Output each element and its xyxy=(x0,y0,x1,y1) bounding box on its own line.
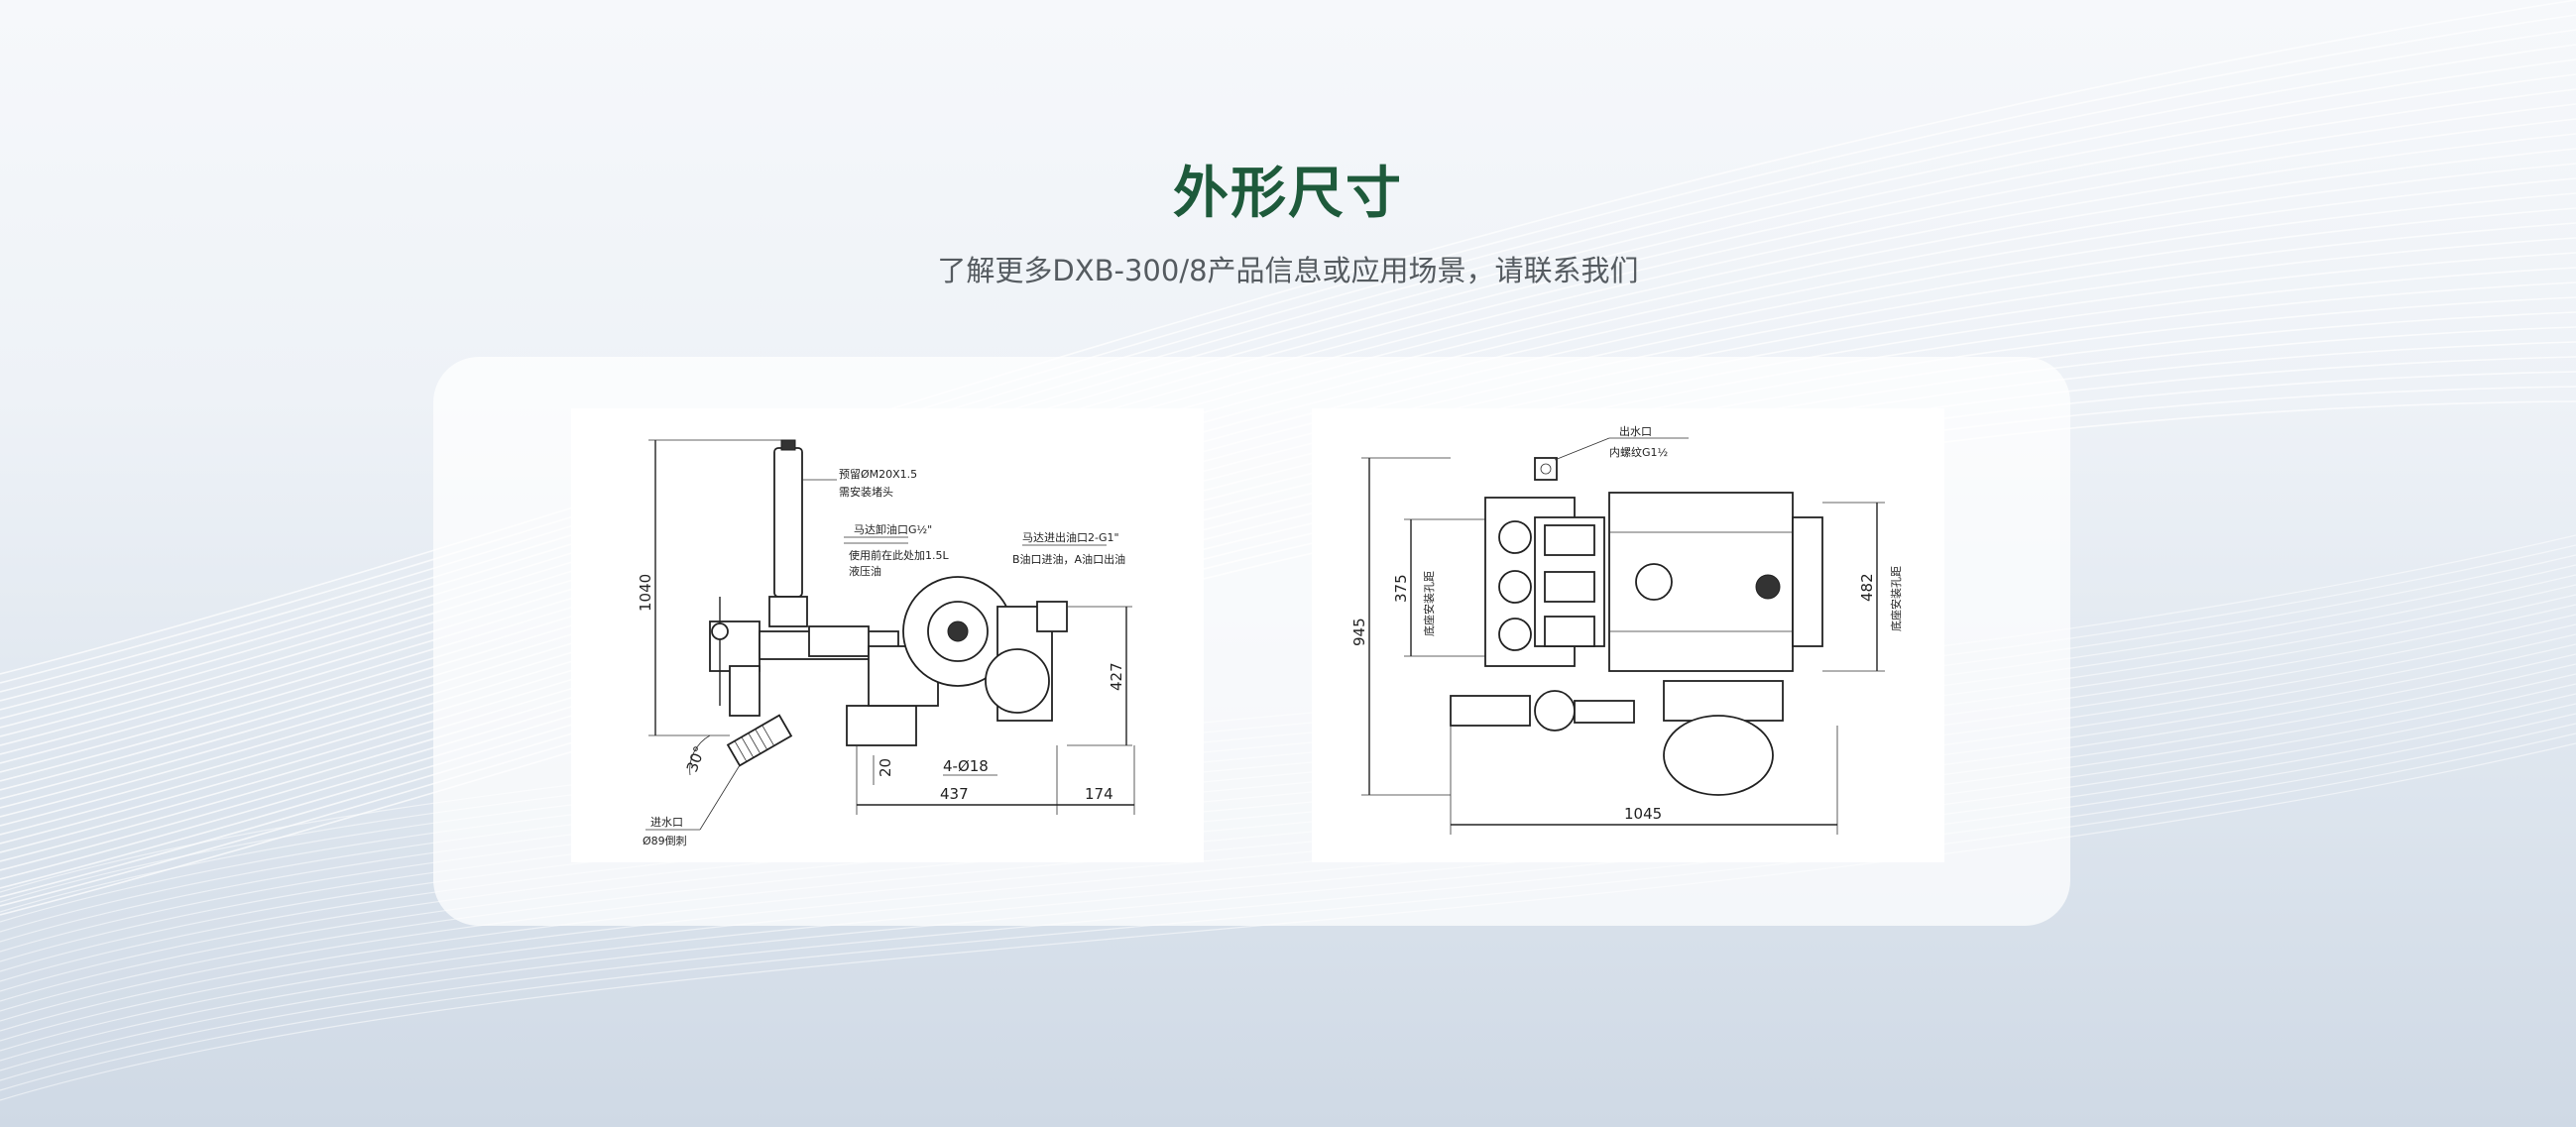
top-view-drawing: 945 375 底座安装孔距 出水口 内螺纹G1½ xyxy=(1312,408,1944,862)
note-base-hole-right: 底座安装孔距 xyxy=(1889,566,1903,631)
valve-cover-3 xyxy=(1498,618,1532,651)
section-subtitle: 了解更多DXB-300/8产品信息或应用场景，请联系我们 xyxy=(937,254,1639,287)
plunger-2 xyxy=(1544,571,1595,603)
dim-inlet-angle: 30° xyxy=(683,743,709,774)
note-base-hole-left: 底座安装孔距 xyxy=(1422,571,1436,636)
logo-emblem xyxy=(1635,563,1673,601)
plunger-3 xyxy=(1544,616,1595,647)
note-oil-direction: B油口进油，A油口出油 xyxy=(1012,552,1125,566)
hydraulic-motor-top xyxy=(1663,715,1774,796)
dim-inner-height: 375 xyxy=(1392,574,1410,603)
valve-cover-2 xyxy=(1498,570,1532,604)
motor-port-block xyxy=(1036,601,1068,632)
note-hydraulic-oil: 液压油 xyxy=(849,564,881,578)
valve-cover-1 xyxy=(1498,520,1532,554)
dim-right-height: 427 xyxy=(1108,662,1125,691)
accumulator-cylinder xyxy=(773,447,803,598)
note-reserved-port: 预留ØM20X1.5 xyxy=(839,468,917,481)
plunger-housing xyxy=(808,625,870,657)
base-foot xyxy=(846,705,917,746)
dim-width-a: 437 xyxy=(940,785,969,803)
note-outlet-thread: 内螺纹G1½ xyxy=(1609,445,1668,459)
inlet-valve xyxy=(1534,690,1576,732)
dim-width-b: 174 xyxy=(1085,785,1113,803)
water-outlet xyxy=(1534,457,1558,481)
motor-flange xyxy=(1792,516,1823,647)
dim-overall-height: 1040 xyxy=(637,574,654,612)
note-outlet: 出水口 xyxy=(1619,424,1652,438)
breather-cap-icon xyxy=(1755,574,1781,600)
accumulator-valve xyxy=(768,596,808,627)
note-oil-fill: 使用前在此处加1.5L xyxy=(849,548,949,562)
note-plug: 需安装堵头 xyxy=(839,485,893,499)
note-motor-drain: 马达卸油口G½" xyxy=(854,522,932,536)
flywheel xyxy=(985,648,1050,714)
coupling-housing xyxy=(1663,680,1784,722)
dim-overall-width: 1045 xyxy=(1624,805,1662,823)
motor-shaft xyxy=(947,620,969,642)
section-title: 外形尺寸 xyxy=(1173,162,1403,226)
top-view-svg: 945 375 底座安装孔距 出水口 内螺纹G1½ xyxy=(1350,424,1903,835)
inlet-connector xyxy=(1450,695,1531,727)
note-motor-ports: 马达进出油口2-G1" xyxy=(1022,530,1119,544)
dim-right-height-top: 482 xyxy=(1858,573,1876,602)
inlet-pipe xyxy=(729,665,761,717)
dim-holes: 4-Ø18 xyxy=(943,757,989,775)
side-view-svg: 1040 30° xyxy=(637,439,1135,847)
note-water-inlet: 进水口 xyxy=(650,816,683,829)
note-barb-size: Ø89倒刺 xyxy=(643,835,687,847)
handwheel-icon xyxy=(711,622,729,640)
accumulator-cap xyxy=(780,439,796,451)
side-view-drawing: 1040 30° xyxy=(571,408,1204,862)
dim-overall-height-top: 945 xyxy=(1350,618,1368,646)
inlet-strainer xyxy=(726,714,793,767)
pipe-fitting xyxy=(1574,700,1635,724)
plunger-1 xyxy=(1544,524,1595,556)
dim-small: 20 xyxy=(877,758,894,777)
